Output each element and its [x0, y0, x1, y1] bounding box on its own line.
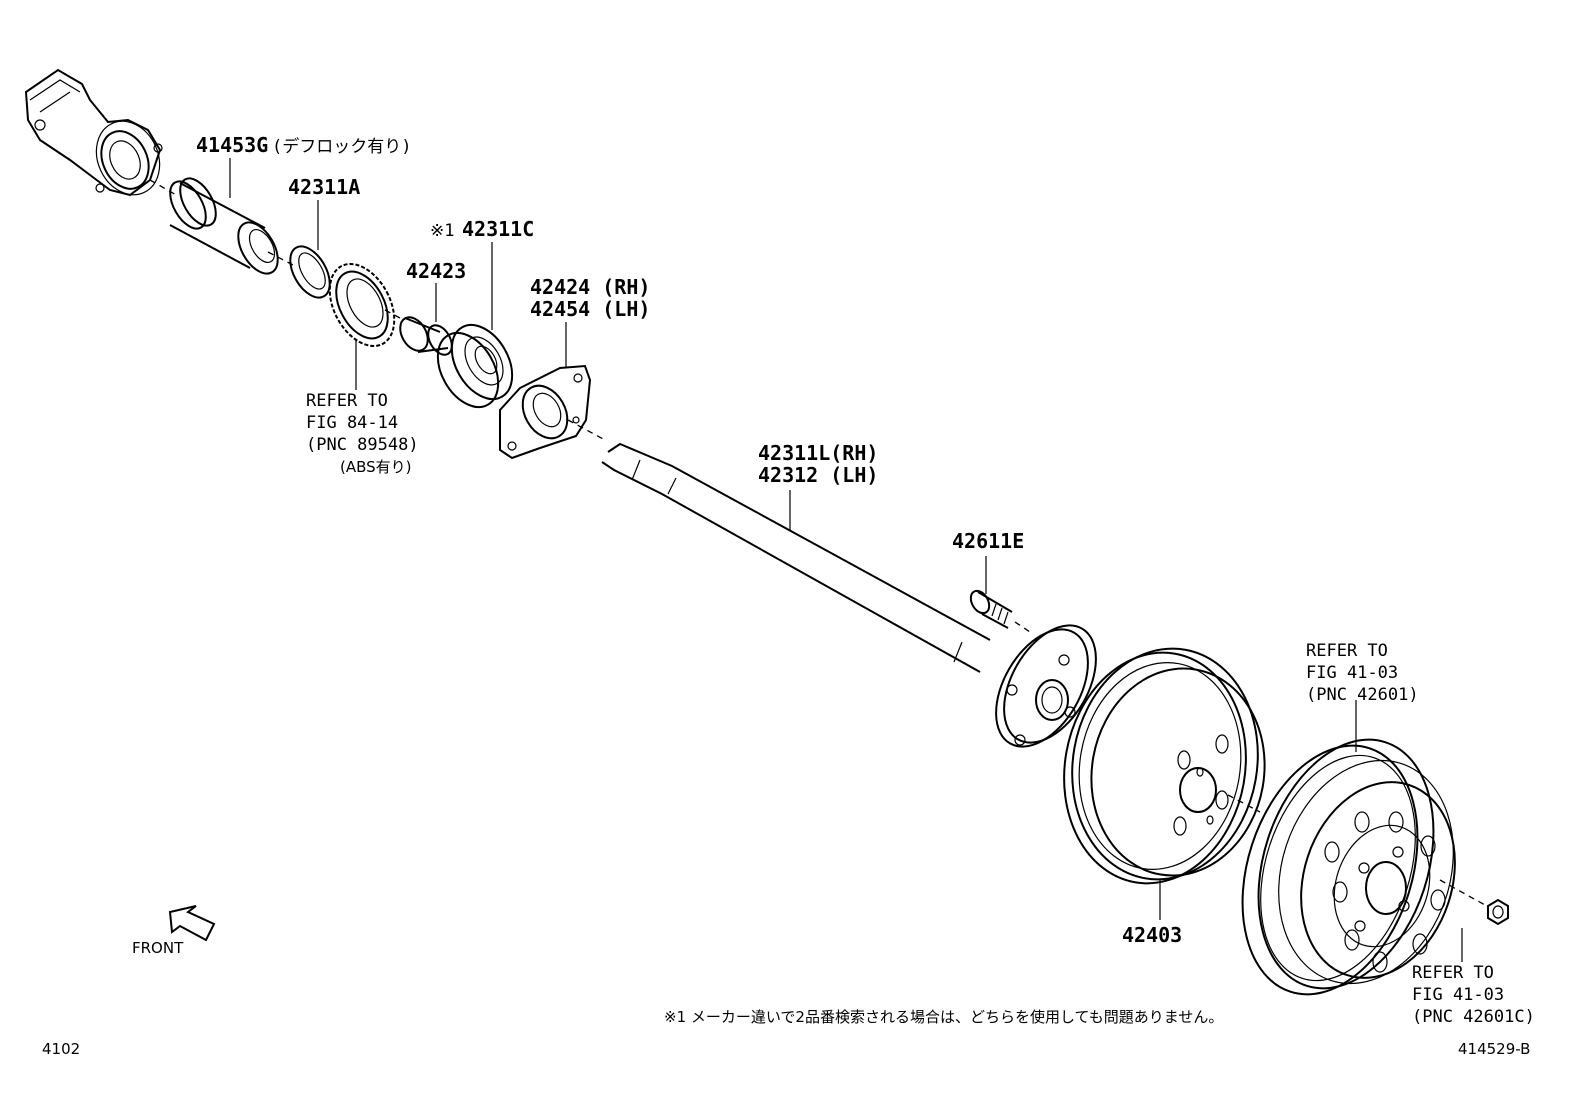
label-42312-lh: 42312 (LH) [758, 463, 878, 487]
axle-shaft-drawing [601, 442, 1097, 748]
label-41453g-note: (デフロック有り) [272, 136, 411, 157]
oil-seal-drawing [289, 245, 331, 299]
label-wheel-ref-1: REFER TO [1306, 641, 1388, 661]
label-nut-ref-1: REFER TO [1412, 963, 1494, 983]
bearing-plate-drawing [499, 364, 592, 460]
label-42423: 42423 [406, 259, 466, 283]
label-42424-rh: 42424 (RH) [530, 275, 650, 299]
bearing-drawing [436, 324, 514, 408]
sleeve-drawing [169, 177, 279, 275]
brake-drum-drawing [1063, 647, 1266, 885]
label-bearing-note-mark: ※1 [430, 221, 454, 241]
hub-bolt-drawing [969, 589, 1031, 633]
label-nut-ref-3: (PNC 42601C) [1412, 1007, 1535, 1027]
label-wheel-ref-2: FIG 41-03 [1306, 663, 1398, 683]
sensor-rotor-drawing [328, 262, 396, 348]
label-42611e: 42611E [952, 529, 1024, 553]
label-42311a: 42311A [288, 175, 360, 199]
label-42311l-rh: 42311L(RH) [758, 441, 878, 465]
label-sensor-ref-3: (PNC 89548) [306, 435, 419, 455]
label-wheel-ref-3: (PNC 42601) [1306, 685, 1419, 705]
label-sensor-ref-1: REFER TO [306, 391, 388, 411]
label-nut-ref-2: FIG 41-03 [1412, 985, 1504, 1005]
label-42311c: 42311C [462, 217, 534, 241]
wheel-nut-drawing [1487, 898, 1509, 926]
footnote: ※1 メーカー違いで2品番検索される場合は、どちらを使用しても問題ありません。 [664, 1008, 1223, 1026]
axle-housing-drawing [24, 68, 163, 197]
wheel-drawing [1241, 738, 1456, 996]
figure-code: 414529-B [1458, 1040, 1530, 1058]
label-42403: 42403 [1122, 923, 1182, 947]
label-42454-lh: 42454 (LH) [530, 297, 650, 321]
label-front: FRONT [132, 939, 184, 957]
label-sensor-ref-note: (ABS有り) [340, 458, 412, 476]
front-arrow-icon [168, 905, 216, 942]
page-code: 4102 [42, 1040, 80, 1058]
label-41453g: 41453G [196, 133, 268, 157]
label-sensor-ref-2: FIG 84-14 [306, 413, 398, 433]
